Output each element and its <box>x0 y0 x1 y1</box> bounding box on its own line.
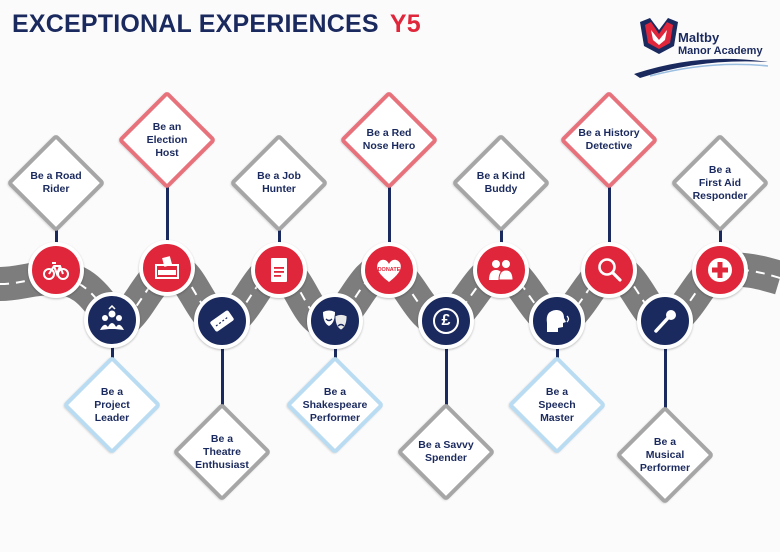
connector-line <box>387 170 391 270</box>
page-title: EXCEPTIONAL EXPERIENCES Y5 <box>12 10 421 39</box>
experience-badge <box>84 292 140 348</box>
speaking-head-icon <box>542 306 572 336</box>
experience-badge <box>28 242 84 298</box>
first-aid-icon <box>705 255 735 285</box>
experience-label: Be a Kind Buddy <box>476 170 526 195</box>
icon-text: DONATE <box>377 267 401 273</box>
connector-line <box>54 213 58 270</box>
connector-line <box>663 321 667 425</box>
crest-icon <box>640 18 678 54</box>
experience-label: Be a First Aid Responder <box>692 163 748 202</box>
cv-icon <box>264 255 294 285</box>
experience-label: Be a Musical Performer <box>639 435 691 474</box>
experience-badge <box>473 242 529 298</box>
experience-badge <box>637 293 693 349</box>
experience-label: Be a Shakespeare Performer <box>302 385 368 424</box>
experience-badge <box>692 242 748 298</box>
experience-badge <box>251 242 307 298</box>
experience-badge <box>139 240 195 296</box>
experience-label: Be a Savvy Spender <box>418 439 474 464</box>
experience-label: Be an Election Host <box>146 120 188 159</box>
experience-label: Be a Job Hunter <box>257 170 301 195</box>
school-logo: Maltby Manor Academy <box>630 12 770 82</box>
connector-line <box>444 321 448 422</box>
logo-text-line1: Maltby <box>678 30 720 45</box>
connector-line <box>607 170 611 270</box>
year-badge: Y5 <box>389 10 421 38</box>
bicycle-icon <box>41 255 71 285</box>
experience-label: Be a Project Leader <box>94 385 130 424</box>
magnifier-icon <box>594 255 624 285</box>
logo-swoosh <box>634 58 769 78</box>
connector-line <box>277 213 281 270</box>
buddies-icon <box>486 255 516 285</box>
experience-badge <box>581 242 637 298</box>
ballot-box-icon <box>152 253 182 283</box>
experience-badge: DONATE <box>361 242 417 298</box>
experience-label: Be a History Detective <box>578 127 640 152</box>
experience-badge <box>529 293 585 349</box>
microphone-icon <box>650 306 680 336</box>
group-icon <box>97 305 127 335</box>
connector-line <box>499 213 503 270</box>
title-text: EXCEPTIONAL EXPERIENCES <box>12 10 379 38</box>
experience-badge: £ <box>418 293 474 349</box>
experience-label: Be a Road Rider <box>30 170 82 195</box>
experience-label: Be a Red Nose Hero <box>362 127 416 152</box>
logo-text-line2: Manor Academy <box>678 45 763 57</box>
connector-line <box>718 213 722 270</box>
connector-line <box>165 170 169 268</box>
icon-text: £ <box>441 312 451 329</box>
experience-label: Be a Theatre Enthusiast <box>195 432 249 471</box>
connector-line <box>220 321 224 422</box>
donate-heart-icon: DONATE <box>374 255 404 285</box>
experience-badge <box>307 293 363 349</box>
theatre-masks-icon <box>320 306 350 336</box>
pound-icon: £ <box>431 306 461 336</box>
ticket-icon <box>207 306 237 336</box>
experience-label: Be a Speech Master <box>538 385 576 424</box>
experience-badge <box>194 293 250 349</box>
